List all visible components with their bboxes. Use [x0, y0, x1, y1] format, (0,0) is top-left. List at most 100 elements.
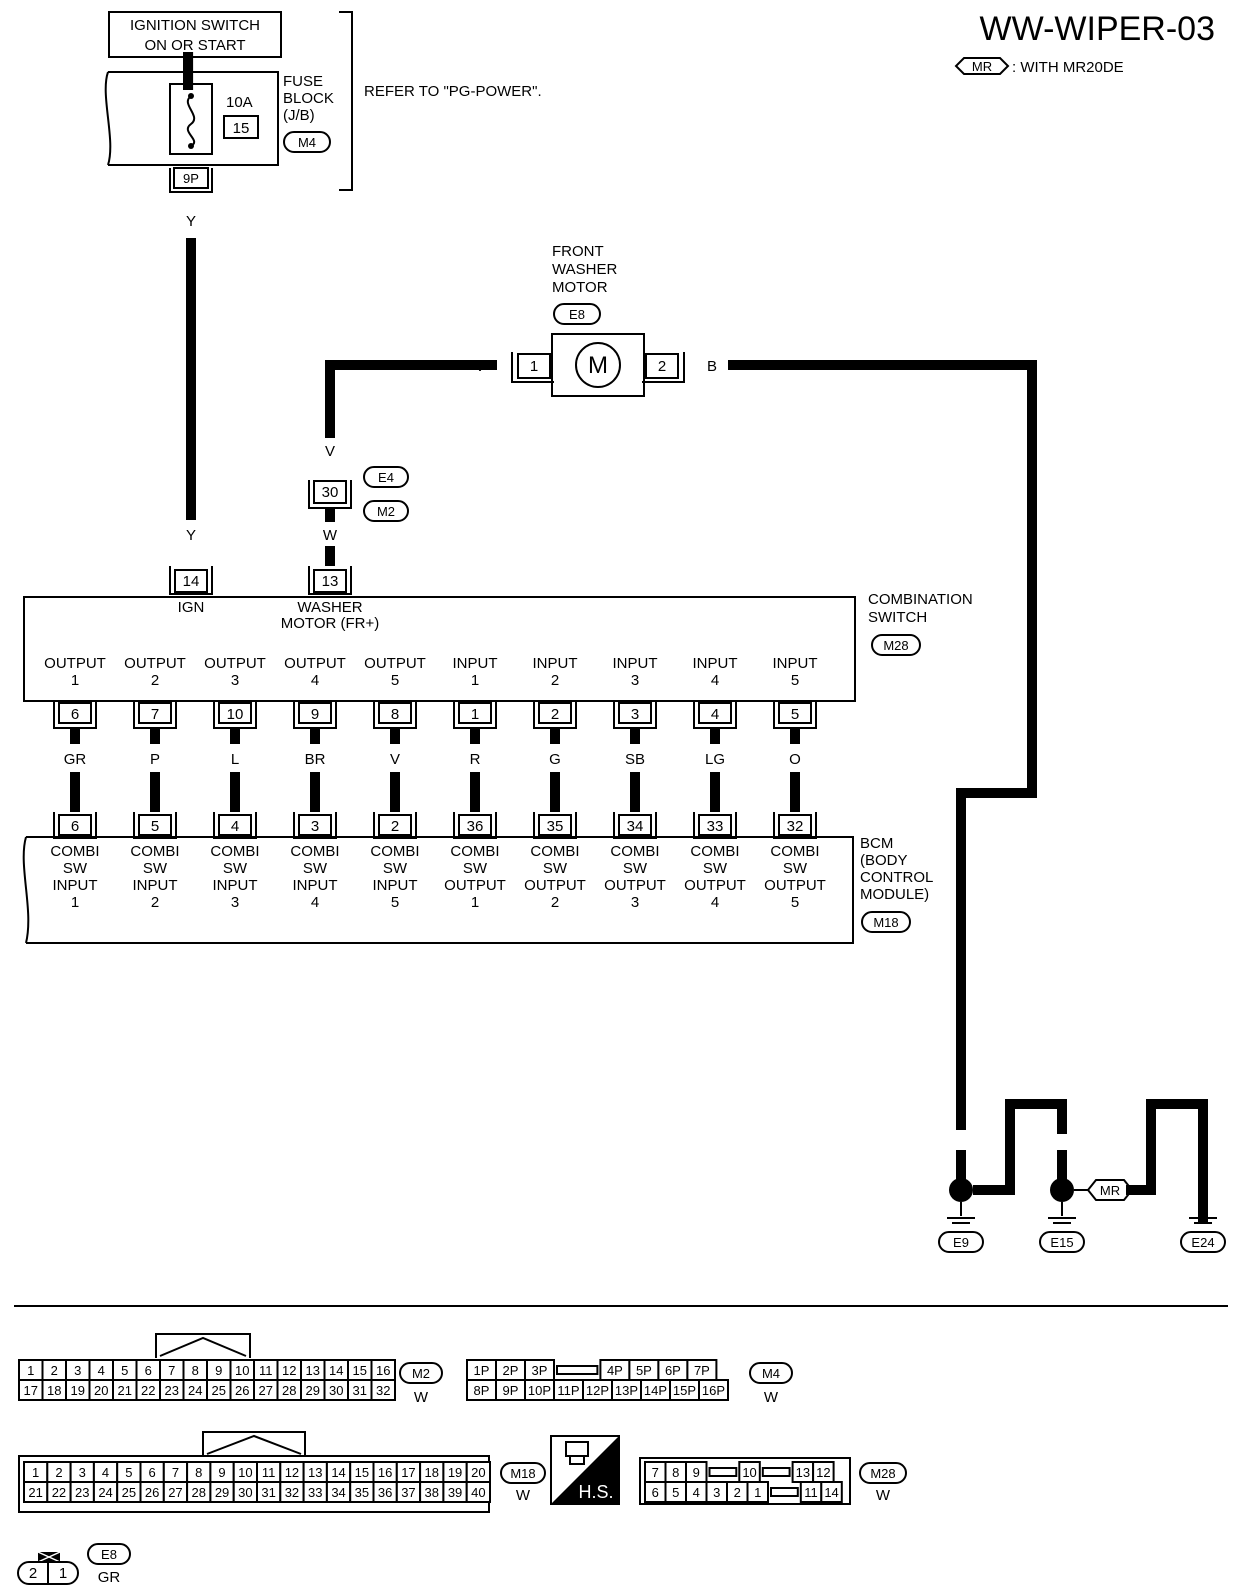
joint-pin: 30 — [322, 484, 339, 501]
ignition-label-2: ON OR START — [144, 37, 245, 54]
cs-terminal-box — [538, 702, 572, 724]
m18-cavity-number: 37 — [401, 1485, 415, 1500]
legend-text: : WITH MR20DE — [1012, 59, 1124, 76]
m18-cavity-number: 30 — [238, 1485, 252, 1500]
washer-wire-color: W — [323, 527, 338, 544]
bcm-terminal-socket — [613, 812, 657, 839]
ground-wire-color-2: B — [1005, 1148, 1015, 1165]
bcm-name-1: BCM — [860, 835, 893, 852]
cs-ign-label: IGN — [178, 599, 205, 616]
bcm-terminal-box — [618, 814, 652, 836]
cs-terminal-socket — [773, 702, 817, 729]
m2-cavity-number: 23 — [165, 1383, 179, 1398]
m28-cavity-number: 14 — [824, 1485, 838, 1500]
m18-cavity-number: 3 — [79, 1465, 86, 1480]
cs-terminal-number: 3 — [631, 672, 639, 689]
bcm-terminal-pin: 33 — [707, 818, 724, 835]
m18-cavity-number: 36 — [378, 1485, 392, 1500]
m2-cavity-number: 1 — [27, 1363, 34, 1378]
bcm-terminal-socket — [133, 812, 177, 839]
fuse-block: 10A 15 FUSE BLOCK (J/B) M4 9P REFER TO "… — [104, 11, 542, 193]
m18-cavity-number: 25 — [122, 1485, 136, 1500]
m18-cavity-number: 11 — [262, 1465, 276, 1480]
m4-cavity-number: 15P — [673, 1383, 696, 1398]
motor-pin-left: 1 — [530, 358, 538, 375]
bcm-terminal-socket — [693, 812, 737, 839]
bcm-terminal-label-4: 5 — [791, 894, 799, 911]
cs-terminal-box — [458, 702, 492, 724]
m18-cavity-number: 2 — [55, 1465, 62, 1480]
joint-conn-1: E4 — [378, 470, 394, 485]
bcm-name-4: MODULE) — [860, 886, 929, 903]
bcm-terminal-label-3: INPUT — [373, 877, 418, 894]
hs-badge: H.S. — [550, 1435, 620, 1505]
cs-terminal-pin: 9 — [311, 706, 319, 723]
m18-cavity-number: 34 — [331, 1485, 345, 1500]
e8-cavity-number: 1 — [59, 1565, 67, 1582]
harness-wire-color: V — [390, 751, 400, 768]
m2-cavity-number: 18 — [47, 1383, 61, 1398]
m4-cavity-number: 9P — [503, 1383, 519, 1398]
m18-cavity-number: 6 — [149, 1465, 156, 1480]
m2-cavity-number: 11 — [259, 1363, 273, 1378]
bcm-terminal-box — [778, 814, 812, 836]
bcm-terminal-box — [298, 814, 332, 836]
cs-terminal-socket — [373, 702, 417, 729]
cs-terminal-pin: 3 — [631, 706, 639, 723]
m2-cavity-number: 17 — [24, 1383, 38, 1398]
m2-cavity-number: 7 — [168, 1363, 175, 1378]
m18-cavity-number: 12 — [285, 1465, 299, 1480]
m18-cavity-number: 5 — [125, 1465, 132, 1480]
m28-cavity-number: 9 — [693, 1465, 700, 1480]
joint-connector: 30 E4 M2 — [308, 466, 409, 522]
cs-terminals: OUTPUT16OUTPUT27OUTPUT310OUTPUT49OUTPUT5… — [44, 655, 818, 729]
bcm-terminal-label-4: 5 — [391, 894, 399, 911]
bcm-terminal-label-2: SW — [703, 860, 728, 877]
m4-cavity — [698, 1379, 729, 1401]
cs-terminal-socket — [613, 702, 657, 729]
ground-point-label: E15 — [1050, 1235, 1073, 1250]
bcm-terminal-label-2: SW — [783, 860, 808, 877]
cs-terminal-pin: 7 — [151, 706, 159, 723]
cs-name-1: COMBINATION — [868, 591, 973, 608]
cs-washer-pin: 13 — [322, 573, 339, 590]
m18-color: W — [516, 1487, 531, 1504]
m2-cavity-number: 6 — [145, 1363, 152, 1378]
fuse-number: 15 — [233, 120, 250, 137]
harness-wire-color: GR — [64, 751, 87, 768]
bcm-terminal-label-1: COMBI — [530, 843, 579, 860]
m28-cavity-number: 7 — [652, 1465, 659, 1480]
bcm-terminal-label-3: INPUT — [213, 877, 258, 894]
e8-color: GR — [98, 1569, 121, 1586]
m4-cavity-number: 2P — [503, 1363, 519, 1378]
bcm-terminal-socket — [293, 812, 337, 839]
motor-pin-right: 2 — [658, 358, 666, 375]
m4-cavity-number: 10P — [528, 1383, 551, 1398]
cs-name-2: SWITCH — [868, 609, 927, 626]
cs-terminal-number: 1 — [71, 672, 79, 689]
fuse-name-3: (J/B) — [283, 107, 315, 124]
m2-cavity-number: 19 — [71, 1383, 85, 1398]
cs-terminal-label: INPUT — [693, 655, 738, 672]
bcm-terminal-pin: 36 — [467, 818, 484, 835]
m2-cavity-number: 12 — [282, 1363, 296, 1378]
bcm-terminal-socket — [453, 812, 497, 839]
ground-point-badge — [1039, 1231, 1085, 1253]
bcm-terminal-label-3: OUTPUT — [684, 877, 746, 894]
m4-cavity-number: 8P — [474, 1383, 490, 1398]
m2-cavity — [370, 1379, 396, 1401]
cs-terminal-box — [778, 702, 812, 724]
motor-left-wire-color-1: V — [475, 358, 485, 375]
fuse-amperage: 10A — [226, 94, 253, 111]
motor-name-1: FRONT — [552, 243, 604, 260]
bcm-terminal-label-4: 3 — [231, 894, 239, 911]
m18-cavity-number: 29 — [215, 1485, 229, 1500]
m18-cavity-number: 40 — [471, 1485, 485, 1500]
m4-cavity-number: 14P — [644, 1383, 667, 1398]
m4-cavity-number: 7P — [694, 1363, 710, 1378]
bcm-terminal-pin: 4 — [231, 818, 239, 835]
bcm-terminal-label-3: INPUT — [293, 877, 338, 894]
